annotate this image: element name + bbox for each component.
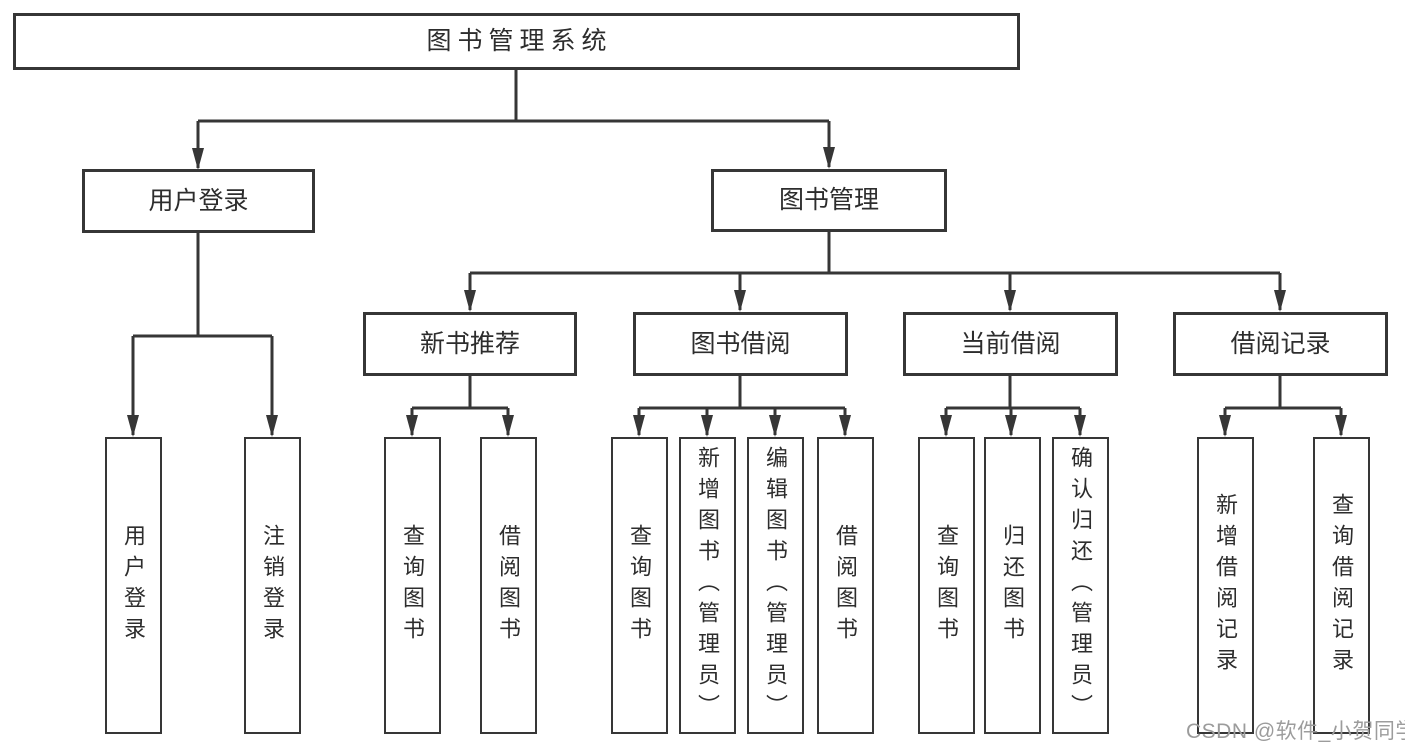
arrowheads	[127, 147, 1347, 437]
node-label: 图书管理系统	[426, 27, 613, 55]
arrow-icon	[701, 415, 713, 437]
arrow-icon	[940, 415, 952, 437]
node-label: 图书管理	[778, 186, 879, 214]
arrow-icon	[266, 415, 278, 437]
leaf-label: 查询图书	[934, 523, 959, 648]
connector-new-book-recommend-to-leaves	[410, 376, 510, 435]
arrow-icon	[1074, 415, 1086, 437]
leaf-borrow-books-recommend: 借阅图书	[479, 437, 537, 734]
arrow-icon	[633, 415, 645, 437]
leaf-label: 借阅图书	[496, 523, 521, 648]
arrow-icon	[502, 415, 514, 437]
node-book-borrowing: 图书借阅	[633, 312, 848, 376]
leaf-label: 用户登录	[121, 523, 146, 648]
connector-book-borrowing-to-leaves	[637, 376, 847, 435]
leaf-label: 归还图书	[1000, 523, 1025, 648]
leaf-query-borrow-record: 查询借阅记录	[1312, 437, 1370, 734]
arrow-icon	[192, 148, 204, 170]
arrow-icon	[127, 415, 139, 437]
leaf-label: 查询图书	[400, 523, 425, 648]
leaf-user-login: 用户登录	[104, 437, 162, 734]
node-new-book-recommend: 新书推荐	[363, 312, 577, 376]
leaf-add-borrow-record: 新增借阅记录	[1196, 437, 1254, 734]
arrow-icon	[839, 415, 851, 437]
arrow-icon	[769, 415, 781, 437]
leaf-query-books-borrowing: 查询图书	[610, 437, 668, 734]
arrow-icon	[823, 147, 835, 169]
arrow-icon	[1004, 290, 1016, 312]
node-label: 当前借阅	[960, 329, 1061, 358]
node-user-login: 用户登录	[82, 169, 315, 233]
leaf-label: 新增借阅记录	[1213, 492, 1238, 679]
leaf-query-books-recommend: 查询图书	[383, 437, 441, 734]
node-borrowing-records: 借阅记录	[1173, 312, 1388, 376]
arrow-icon	[406, 415, 418, 437]
connector-user-login-to-leaves	[131, 233, 274, 435]
leaf-label: 查询借阅记录	[1329, 492, 1354, 679]
node-label: 新书推荐	[419, 329, 520, 358]
node-label: 用户登录	[148, 186, 249, 215]
leaf-confirm-return-admin: 确认归还（管理员）	[1051, 437, 1109, 734]
connector-borrowing-records-to-leaves	[1223, 376, 1343, 435]
arrow-icon	[464, 290, 476, 312]
leaf-label: 查询图书	[627, 523, 652, 648]
node-book-management: 图书管理	[711, 169, 947, 232]
leaf-edit-books-admin: 编辑图书（管理员）	[746, 437, 804, 734]
node-library-system: 图书管理系统	[13, 13, 1020, 70]
leaf-label: 确认归还（管理员）	[1068, 446, 1093, 725]
leaf-label: 注销登录	[260, 523, 285, 648]
node-label: 借阅记录	[1230, 329, 1331, 358]
arrow-icon	[734, 290, 746, 312]
leaf-return-books: 归还图书	[983, 437, 1041, 734]
leaf-add-books-admin: 新增图书（管理员）	[678, 437, 736, 734]
connector-book-management-to-level3	[468, 232, 1282, 310]
node-label: 图书借阅	[690, 329, 791, 358]
arrow-icon	[1274, 290, 1286, 312]
arrow-icon	[1335, 415, 1347, 437]
arrow-icon	[1219, 415, 1231, 437]
leaf-label: 借阅图书	[833, 523, 858, 648]
connector-root-to-level2	[196, 70, 831, 168]
node-current-borrowing: 当前借阅	[903, 312, 1118, 376]
leaf-query-books-current: 查询图书	[917, 437, 975, 734]
csdn-watermark: CSDN @软件_小贺同学	[1186, 720, 1405, 743]
leaf-borrow-books: 借阅图书	[816, 437, 874, 734]
leaf-logout: 注销登录	[243, 437, 301, 734]
leaf-label: 新增图书（管理员）	[695, 446, 720, 725]
leaf-label: 编辑图书（管理员）	[763, 446, 788, 725]
arrow-icon	[1005, 415, 1017, 437]
